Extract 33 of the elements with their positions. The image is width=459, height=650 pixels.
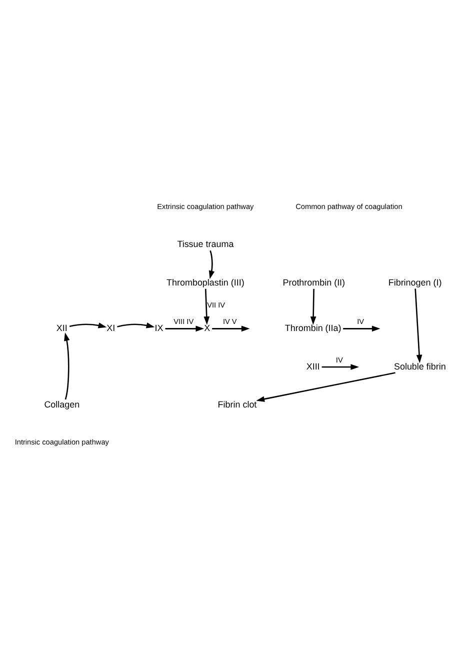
node-text: XI (106, 322, 116, 333)
arrow (69, 322, 107, 328)
node-text: Collagen (44, 400, 80, 410)
arrow (343, 326, 380, 332)
arrow (256, 372, 396, 402)
label: Extrinsic coagulation pathway (157, 202, 254, 211)
arrow (117, 322, 155, 328)
arrow (212, 326, 250, 332)
edge-label: IV V (222, 316, 237, 326)
arrow (64, 332, 70, 400)
edge-label: IV (357, 316, 364, 326)
node-text: IX (154, 322, 164, 333)
arrow (322, 364, 360, 370)
node-text: XII (56, 322, 68, 333)
edge-label: VII IV (207, 300, 226, 310)
arrow (310, 288, 316, 325)
label: Intrinsic coagulation pathway (14, 438, 109, 447)
node-text: XIII (306, 361, 320, 372)
node-text: X (204, 322, 210, 333)
arrow (204, 288, 210, 325)
node-text: Thrombin (IIa) (284, 322, 342, 333)
label: Common pathway of coagulation (296, 202, 402, 211)
edge-label: VIII IV (174, 316, 194, 326)
arrow (414, 288, 422, 364)
node-text: Tissue trauma (177, 238, 234, 249)
node-text: Soluble fibrin (394, 361, 446, 372)
arrow (208, 250, 215, 280)
edge-label: IV (336, 355, 343, 364)
node-text: Fibrinogen (I) (388, 277, 442, 288)
node-text: Prothrombin (II) (282, 277, 346, 288)
node-text: Fibrin clot (218, 400, 257, 410)
arrow (165, 326, 204, 332)
node-text: Thromboplastin (III) (166, 277, 244, 288)
